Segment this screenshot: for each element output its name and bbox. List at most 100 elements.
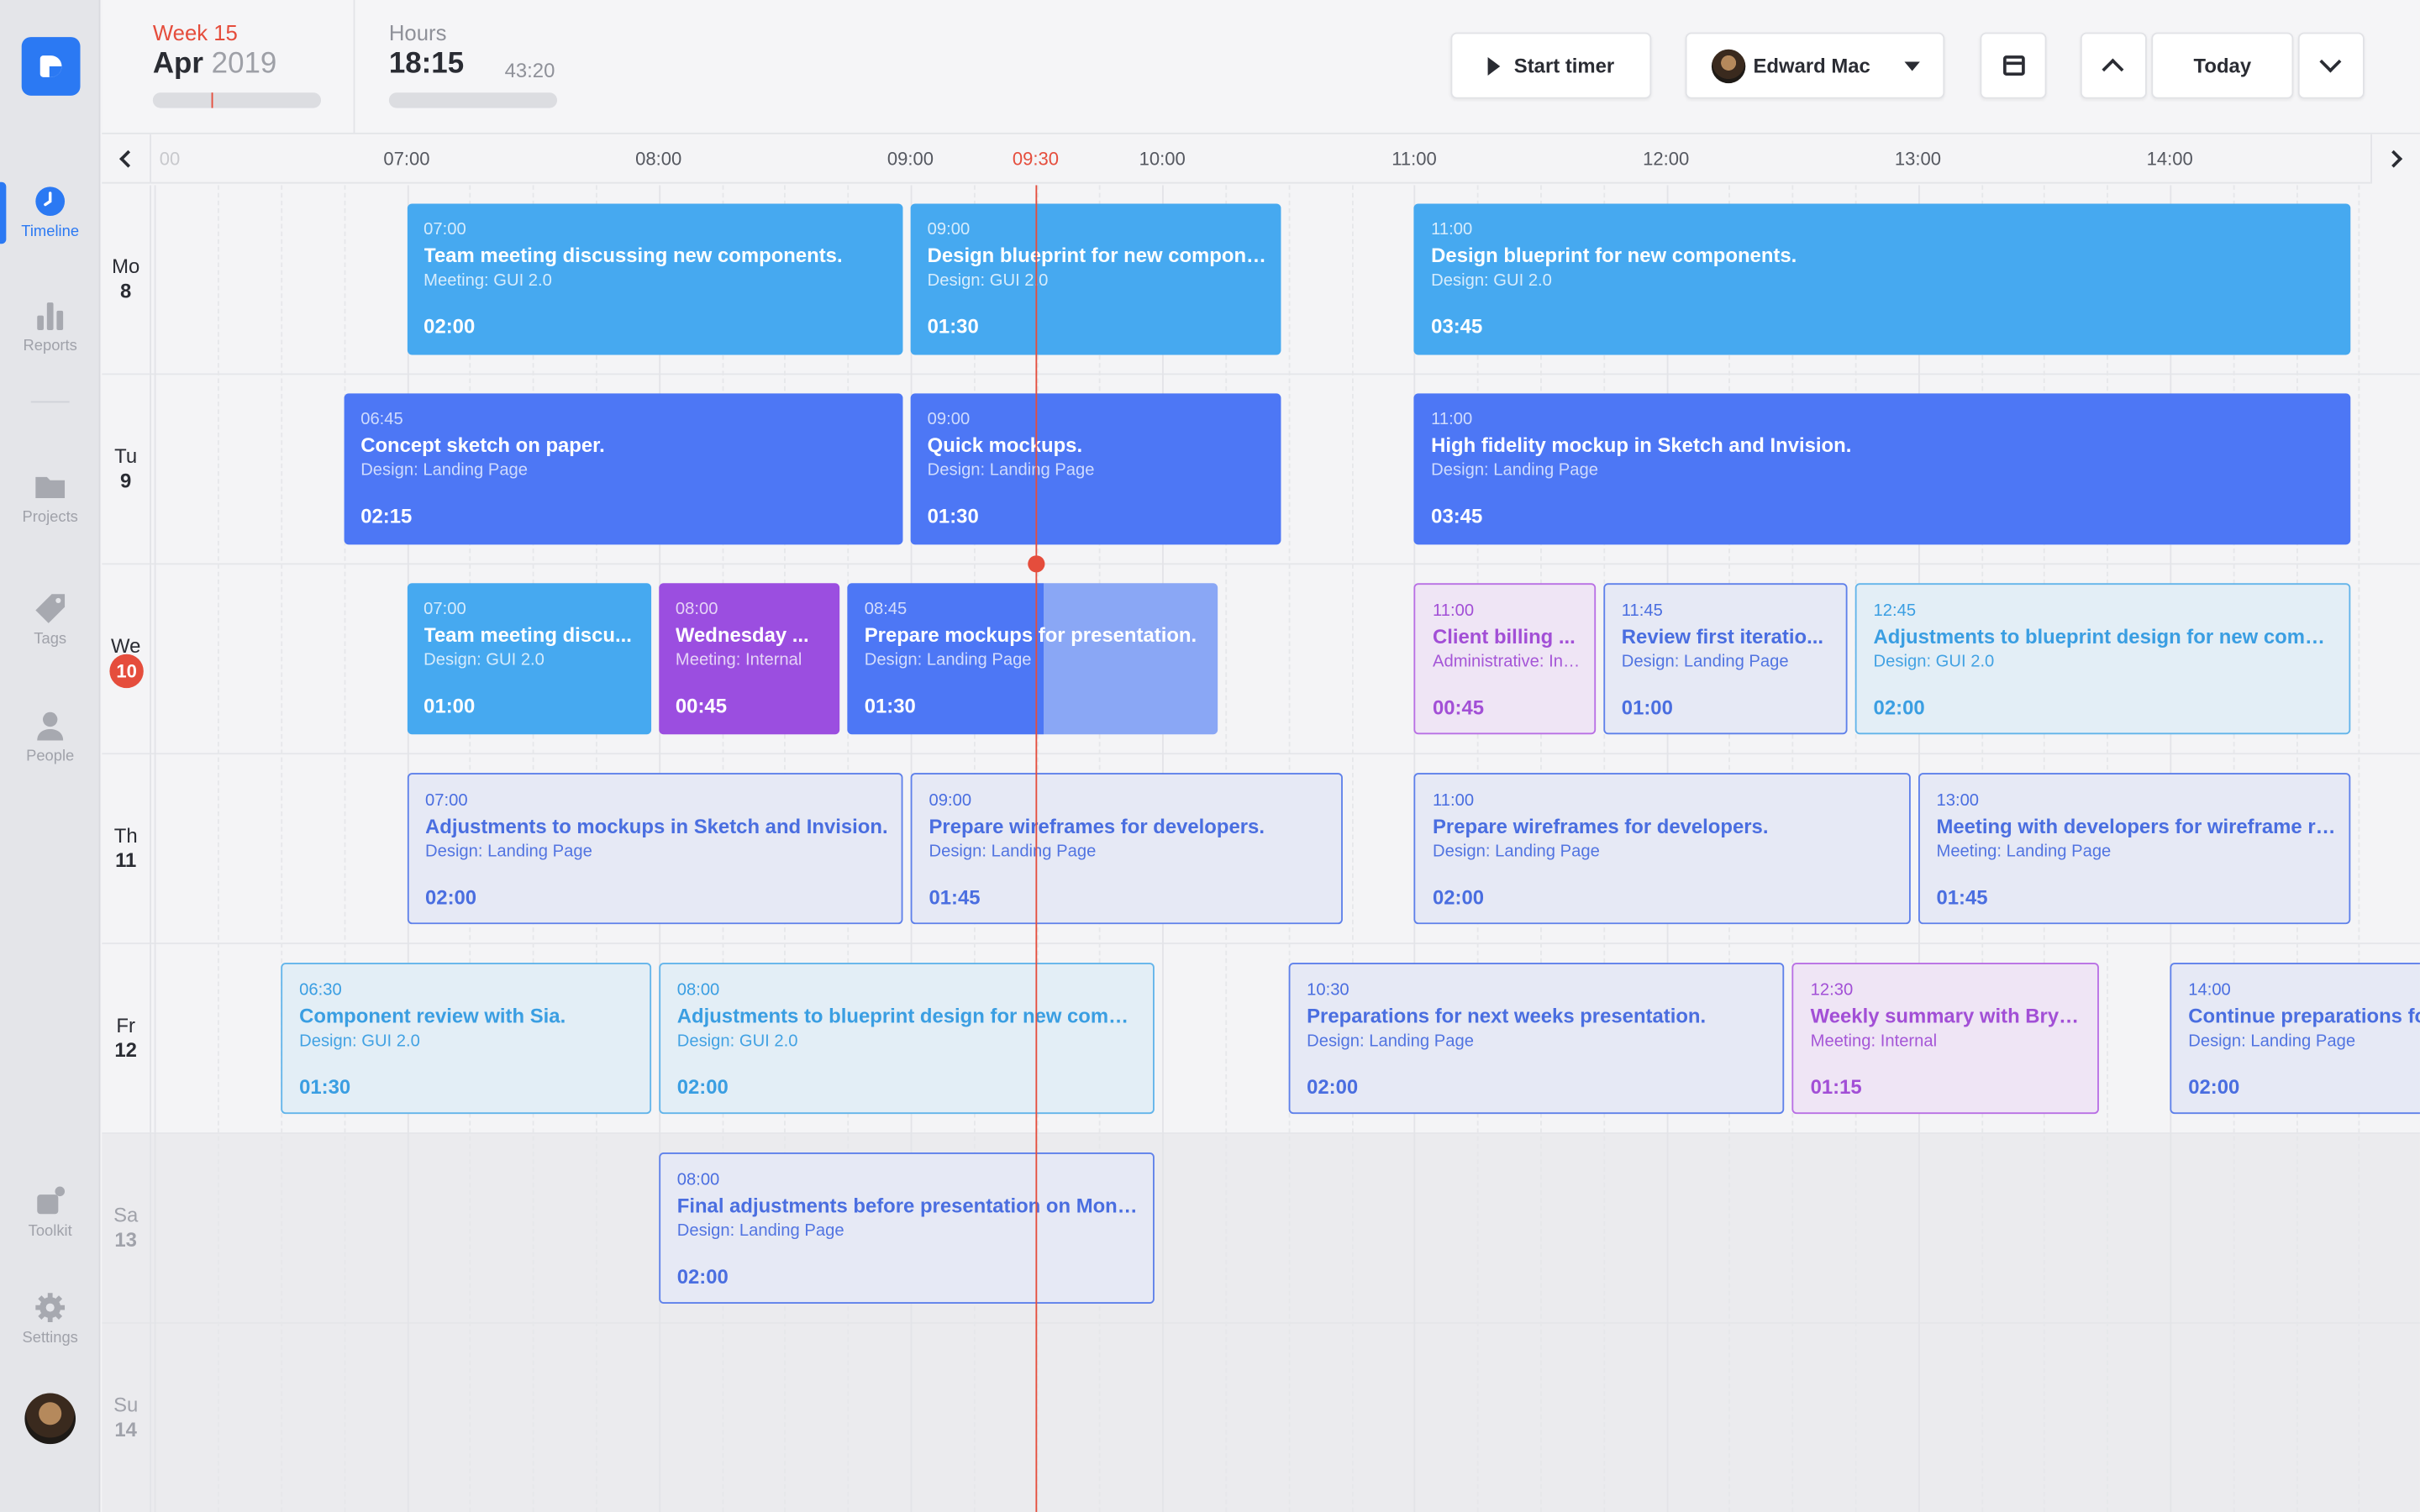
today-badge: 10 xyxy=(109,654,144,689)
time-tick-label: 14:00 xyxy=(2146,148,2193,171)
entry-duration: 02:00 xyxy=(1873,696,1925,719)
day-number: 13 xyxy=(114,1228,137,1252)
entry-start-time: 09:00 xyxy=(927,410,971,429)
time-tick-label: 11:00 xyxy=(1392,148,1437,171)
entry-duration: 03:45 xyxy=(1431,504,1483,528)
sidebar-item-label: Toolkit xyxy=(28,1223,72,1241)
day-number: 8 xyxy=(120,279,132,302)
entry-title: Prepare wireframes for developers. xyxy=(1433,814,1769,838)
chevron-right-icon xyxy=(2385,150,2403,168)
entry-title: Adjustments to mockups in Sketch and Inv… xyxy=(425,814,888,838)
entry-project: Meeting: GUI 2.0 xyxy=(424,271,552,291)
entry-start-time: 06:45 xyxy=(360,410,403,429)
entry-project: Meeting: Internal xyxy=(675,651,802,670)
calendar-button[interactable] xyxy=(1980,32,2047,99)
app-logo[interactable] xyxy=(21,37,81,96)
entry-project: Design: Landing Page xyxy=(676,1221,844,1241)
sidebar-item-reports[interactable]: Reports xyxy=(0,297,100,377)
entry-duration: 02:00 xyxy=(2188,1075,2240,1099)
entry-project: Design: GUI 2.0 xyxy=(676,1032,798,1051)
day-name: Tu xyxy=(114,444,138,468)
week-progress-bar xyxy=(152,92,322,108)
entry-title: Meeting with developers for wireframe re… xyxy=(1936,814,2338,838)
sidebar-item-tags[interactable]: Tags xyxy=(0,590,100,670)
entry-project: Design: Landing Page xyxy=(1431,461,1598,480)
next-week-button[interactable] xyxy=(2297,32,2365,99)
entry-title: Component review with Sia. xyxy=(299,1004,566,1028)
entry-start-time: 11:00 xyxy=(1433,601,1475,621)
start-timer-button[interactable]: Start timer xyxy=(1450,32,1652,99)
entry-duration: 01:45 xyxy=(1936,885,1988,909)
entry-duration: 02:00 xyxy=(676,1265,729,1289)
entry-project: Design: Landing Page xyxy=(1433,842,1600,861)
entry-title: Design blueprint for new components. xyxy=(1431,244,1797,267)
entry-duration: 00:45 xyxy=(675,694,727,718)
entry-duration: 01:30 xyxy=(927,504,979,528)
day-name: Su xyxy=(113,1393,139,1417)
previous-week-button[interactable] xyxy=(2080,32,2147,99)
hours-value: 18:15 xyxy=(388,47,465,81)
hours-progress-bar xyxy=(388,92,558,108)
chevron-up-icon xyxy=(2102,58,2124,81)
sidebar-item-label: Projects xyxy=(22,509,78,527)
week-label: Week 15 xyxy=(152,19,238,45)
entry-project: Design: GUI 2.0 xyxy=(299,1032,420,1051)
scroll-left-button[interactable] xyxy=(102,134,151,184)
entry-project: Design: GUI 2.0 xyxy=(927,271,1049,291)
entry-start-time: 10:30 xyxy=(1307,981,1349,1000)
today-button[interactable]: Today xyxy=(2151,32,2294,99)
entry-title: Weekly summary with Bryan. xyxy=(1810,1004,2086,1028)
entry-title: Quick mockups. xyxy=(927,433,1083,457)
grid-line xyxy=(2359,185,2360,1512)
user-select[interactable]: Edward Mac xyxy=(1685,32,1945,99)
entry-start-time: 07:00 xyxy=(424,220,466,239)
start-timer-label: Start timer xyxy=(1513,54,1615,77)
entry-title: Continue preparations for xyxy=(2188,1004,2420,1028)
sidebar-item-label: Settings xyxy=(22,1330,78,1347)
entry-title: High fidelity mockup in Sketch and Invis… xyxy=(1431,433,1852,457)
sidebar-item-toolkit[interactable]: Toolkit xyxy=(0,1182,100,1263)
day-name: Sa xyxy=(113,1203,139,1227)
sidebar-item-settings[interactable]: Settings xyxy=(0,1289,100,1369)
sidebar-divider xyxy=(30,401,70,403)
sidebar-item-timeline[interactable]: Timeline xyxy=(0,181,100,263)
calendar-icon xyxy=(2003,55,2025,76)
entry-project: Design: GUI 2.0 xyxy=(424,651,544,670)
sidebar-item-people[interactable]: People xyxy=(0,706,100,787)
user-avatar[interactable] xyxy=(24,1393,76,1445)
entry-duration: 02:15 xyxy=(360,504,413,528)
sidebar-item-projects[interactable]: Projects xyxy=(0,468,100,549)
time-tick-label: 07:00 xyxy=(383,148,430,171)
entry-title: Client billing ... xyxy=(1433,624,1576,648)
sidebar-item-label: Timeline xyxy=(21,223,80,241)
scroll-right-button[interactable] xyxy=(2370,134,2420,184)
grid-line xyxy=(155,185,157,1512)
grid-line xyxy=(344,185,345,1512)
